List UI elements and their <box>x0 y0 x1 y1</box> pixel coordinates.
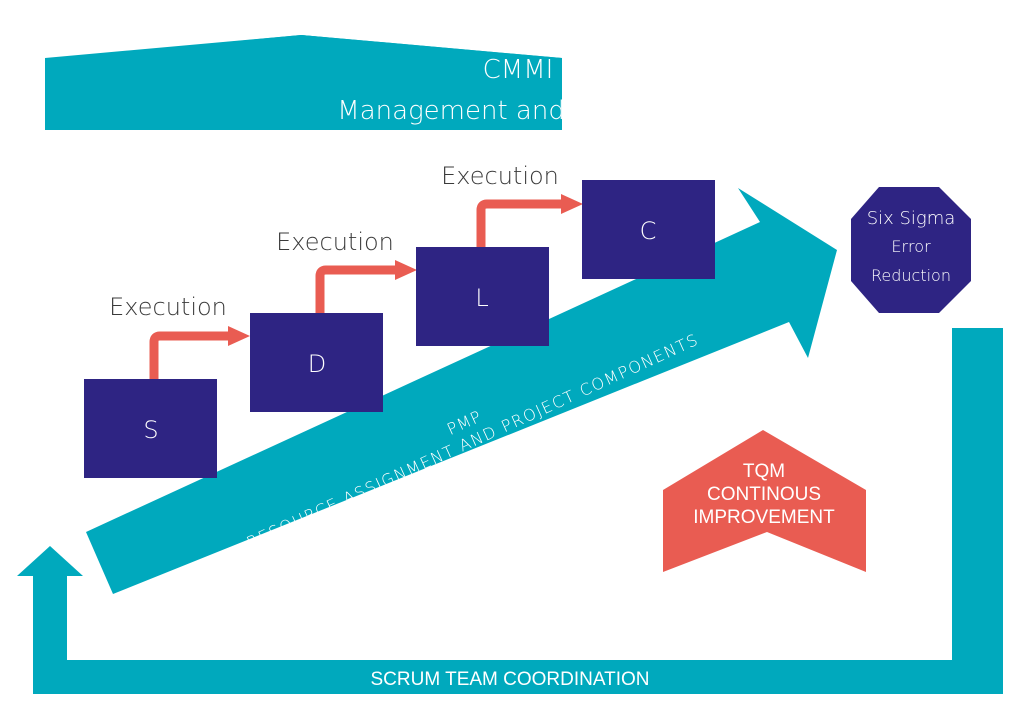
cmmi-subtitle: Management and Oversight <box>337 96 698 126</box>
chevron-up-icon <box>663 430 866 572</box>
connector-d-to-l <box>315 265 397 313</box>
step-box-l: L <box>416 247 549 346</box>
execution-connectors <box>149 194 583 379</box>
scrum-label: SCRUM TEAM COORDINATION <box>370 669 649 690</box>
step-letter-d: D <box>308 350 326 378</box>
step-letter-l: L <box>475 284 488 312</box>
six-sigma-octagon: Six Sigma Error Reduction <box>851 187 971 313</box>
execution-label-3: Execution <box>441 162 559 190</box>
connector-l-to-c <box>476 199 563 247</box>
connector-s-to-d <box>149 331 230 379</box>
scrum-up-arrow-icon <box>17 546 83 660</box>
scrum-bottom-bar <box>33 660 1003 694</box>
pmp-arrow <box>86 188 837 594</box>
execution-label-1: Execution <box>109 293 227 321</box>
step-letter-c: C <box>640 217 657 245</box>
scrum-loop <box>17 328 1003 694</box>
octagon-icon <box>851 187 971 313</box>
step-box-c: C <box>582 180 715 279</box>
step-box-d: D <box>250 313 383 412</box>
arrowhead-l-to-c-icon <box>561 194 583 214</box>
tqm-chevron: TQM CONTINOUS IMPROVEMENT <box>663 430 866 572</box>
arrowhead-s-to-d-icon <box>228 326 250 346</box>
tqm-line2: CONTINOUS <box>707 484 821 505</box>
cmmi-banner-shape <box>45 35 562 130</box>
pmp-arrow-shape <box>86 188 837 594</box>
six-sigma-line1: Six Sigma <box>867 208 956 229</box>
execution-label-2: Execution <box>276 228 394 256</box>
cmmi-title: CMMI <box>483 55 554 85</box>
tqm-line1: TQM <box>743 461 785 482</box>
six-sigma-line3: Reduction <box>871 266 951 285</box>
six-sigma-line2: Error <box>891 237 931 256</box>
scrum-right-bar <box>952 328 1003 694</box>
arrowhead-d-to-l-icon <box>395 260 417 280</box>
step-box-s: S <box>84 379 217 478</box>
step-letter-s: S <box>143 416 158 444</box>
tqm-line3: IMPROVEMENT <box>693 507 835 528</box>
